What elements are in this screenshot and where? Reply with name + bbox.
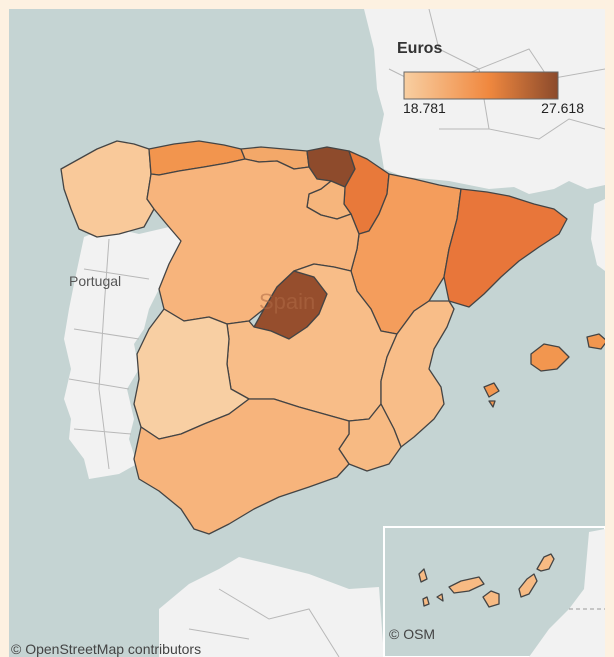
legend-gradient-bar	[403, 71, 559, 100]
region-castilla-y-leon[interactable]	[146, 158, 360, 325]
spain-label: Spain	[259, 289, 315, 314]
region-andalucia[interactable]	[133, 398, 350, 535]
legend-max-label: 27.618	[541, 100, 584, 116]
map-frame: © OSM Portugal Spain Euros 18.781 27.618…	[9, 9, 605, 657]
inset-attribution: © OSM	[389, 626, 435, 642]
region-cataluna[interactable]	[443, 188, 568, 308]
morocco-land	[159, 557, 384, 657]
spain-regions	[60, 140, 605, 535]
sardinia-land	[591, 199, 605, 271]
morocco-internal-borders	[188, 588, 340, 657]
portugal-internal-borders	[68, 238, 150, 470]
region-illes-balears[interactable]	[483, 333, 605, 408]
portugal-land	[64, 227, 181, 479]
france-internal-borders	[388, 9, 605, 140]
map-attribution[interactable]: © OpenStreetMap contributors	[11, 641, 201, 657]
canary-inset: © OSM	[383, 526, 605, 657]
legend-title: Euros	[397, 40, 442, 57]
portugal-label: Portugal	[69, 273, 121, 289]
choropleth-map[interactable]: © OSM Portugal Spain Euros 18.781 27.618…	[9, 9, 605, 657]
region-valenciana[interactable]	[380, 300, 455, 448]
region-canarias[interactable]	[418, 553, 555, 608]
legend-min-label: 18.781	[403, 100, 446, 116]
color-legend: Euros 18.781 27.618	[397, 40, 584, 116]
